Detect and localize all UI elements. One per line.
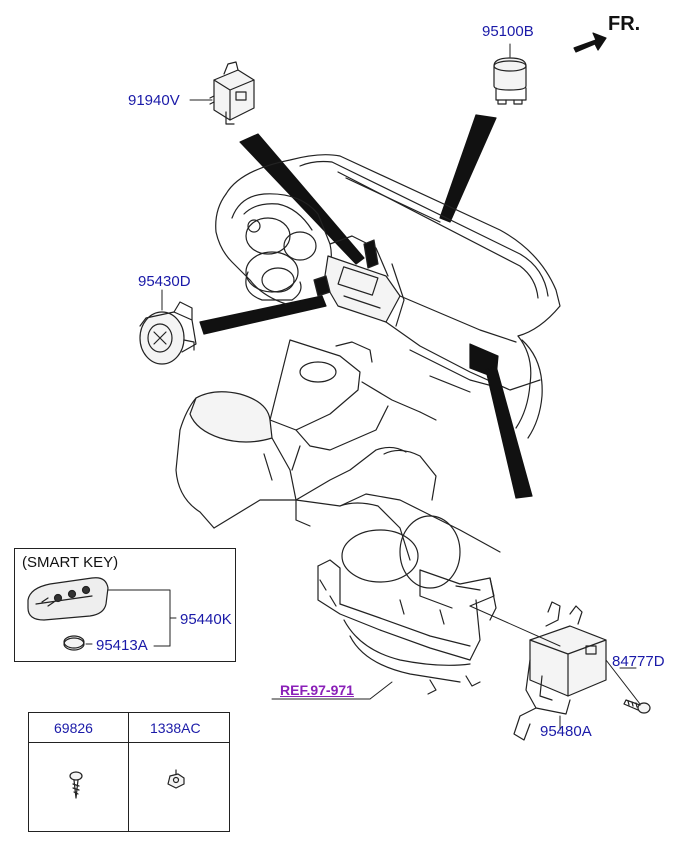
part-label-84777D: 84777D [612,653,665,670]
screw-69826-icon [69,771,83,799]
smart-key-module-95480A-icon [513,601,607,741]
part-label-91940V: 91940V [128,92,180,109]
screw-84777D-icon [623,699,651,714]
part-label-95480A: 95480A [540,723,592,740]
fastener-column-69826: 69826 [54,720,93,736]
smart-key-box-title: (SMART KEY) [22,554,119,571]
dashboard-icon [215,154,561,439]
battery-95413A-icon [63,635,85,651]
part-label-95430D: 95430D [138,273,191,290]
part-label-95440K: 95440K [180,611,232,628]
fastener-column-1338AC: 1338AC [150,720,201,736]
reference-label[interactable]: REF.97-971 [280,682,354,698]
fastener-table-column-divider [128,712,129,831]
immobilizer-95430D-icon [139,301,197,365]
nut-1338AC-icon [167,769,185,789]
part-label-95100B: 95100B [482,23,534,40]
part-label-95413A: 95413A [96,637,148,654]
smart-key-box [14,548,236,662]
hvac-unit-icon [295,449,501,695]
switch-95100B-icon [493,57,527,105]
smart-key-fob-icon [27,577,109,621]
relay-91940V-icon [209,61,255,125]
front-label: FR. [608,13,641,35]
front-direction-arrow-icon [573,32,607,53]
fastener-table [28,712,230,832]
